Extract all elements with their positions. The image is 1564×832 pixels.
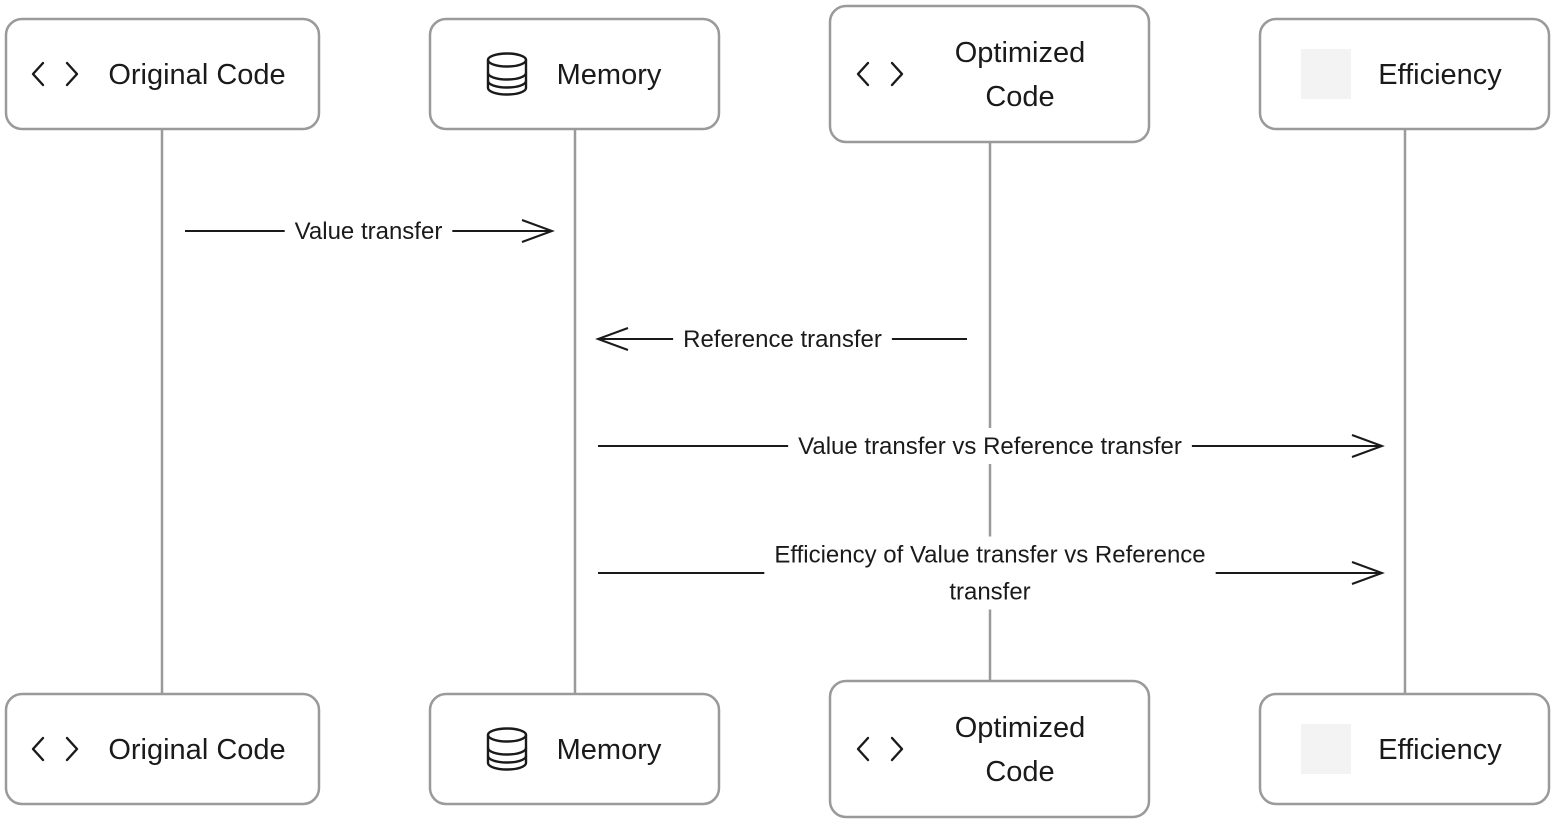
participant-label: Memory xyxy=(557,734,662,766)
participant-memory-top: Memory xyxy=(428,17,721,131)
message-label: transfer xyxy=(949,579,1030,606)
message-1: Value transfer xyxy=(185,213,555,249)
arrowhead-icon xyxy=(1351,434,1385,458)
database-icon xyxy=(486,727,528,771)
message-2: Reference transfer xyxy=(595,321,967,357)
participant-label: Code xyxy=(985,756,1054,788)
code-icon xyxy=(856,61,904,87)
message-label-background xyxy=(673,321,892,357)
participant-label: Original Code xyxy=(108,734,285,766)
message-label-background xyxy=(788,428,1192,464)
message-label-background xyxy=(764,536,1216,610)
blank-icon xyxy=(1301,724,1351,774)
participant-label: Efficiency xyxy=(1378,734,1502,766)
message-label: Value transfer vs Reference transfer xyxy=(798,433,1182,460)
message-label: Efficiency of Value transfer vs Referenc… xyxy=(774,542,1205,569)
code-icon xyxy=(856,736,904,762)
message-3: Value transfer vs Reference transfer xyxy=(598,428,1385,464)
blank-icon xyxy=(1301,49,1351,99)
code-icon xyxy=(31,736,79,762)
participant-label: Code xyxy=(985,81,1054,113)
arrowhead-icon xyxy=(1351,561,1385,585)
participant-label: Memory xyxy=(557,59,662,91)
participant-efficiency-bottom: Efficiency xyxy=(1258,692,1551,806)
message-label: Value transfer xyxy=(295,218,443,245)
database-icon xyxy=(486,52,528,96)
arrowhead-icon xyxy=(595,327,629,351)
code-icon xyxy=(31,61,79,87)
arrowhead-icon xyxy=(521,219,555,243)
participant-efficiency-top: Efficiency xyxy=(1258,17,1551,131)
participant-label: Efficiency xyxy=(1378,59,1502,91)
message-4: Efficiency of Value transfer vs Referenc… xyxy=(598,536,1385,610)
participant-label: Optimized xyxy=(955,37,1086,69)
participant-original-bottom: Original Code xyxy=(4,692,321,806)
participant-label: Optimized xyxy=(955,712,1086,744)
message-label: Reference transfer xyxy=(683,326,882,353)
message-label-background xyxy=(284,213,453,249)
participant-memory-bottom: Memory xyxy=(428,692,721,806)
participant-label: Original Code xyxy=(108,59,285,91)
participant-original-top: Original Code xyxy=(4,17,321,131)
